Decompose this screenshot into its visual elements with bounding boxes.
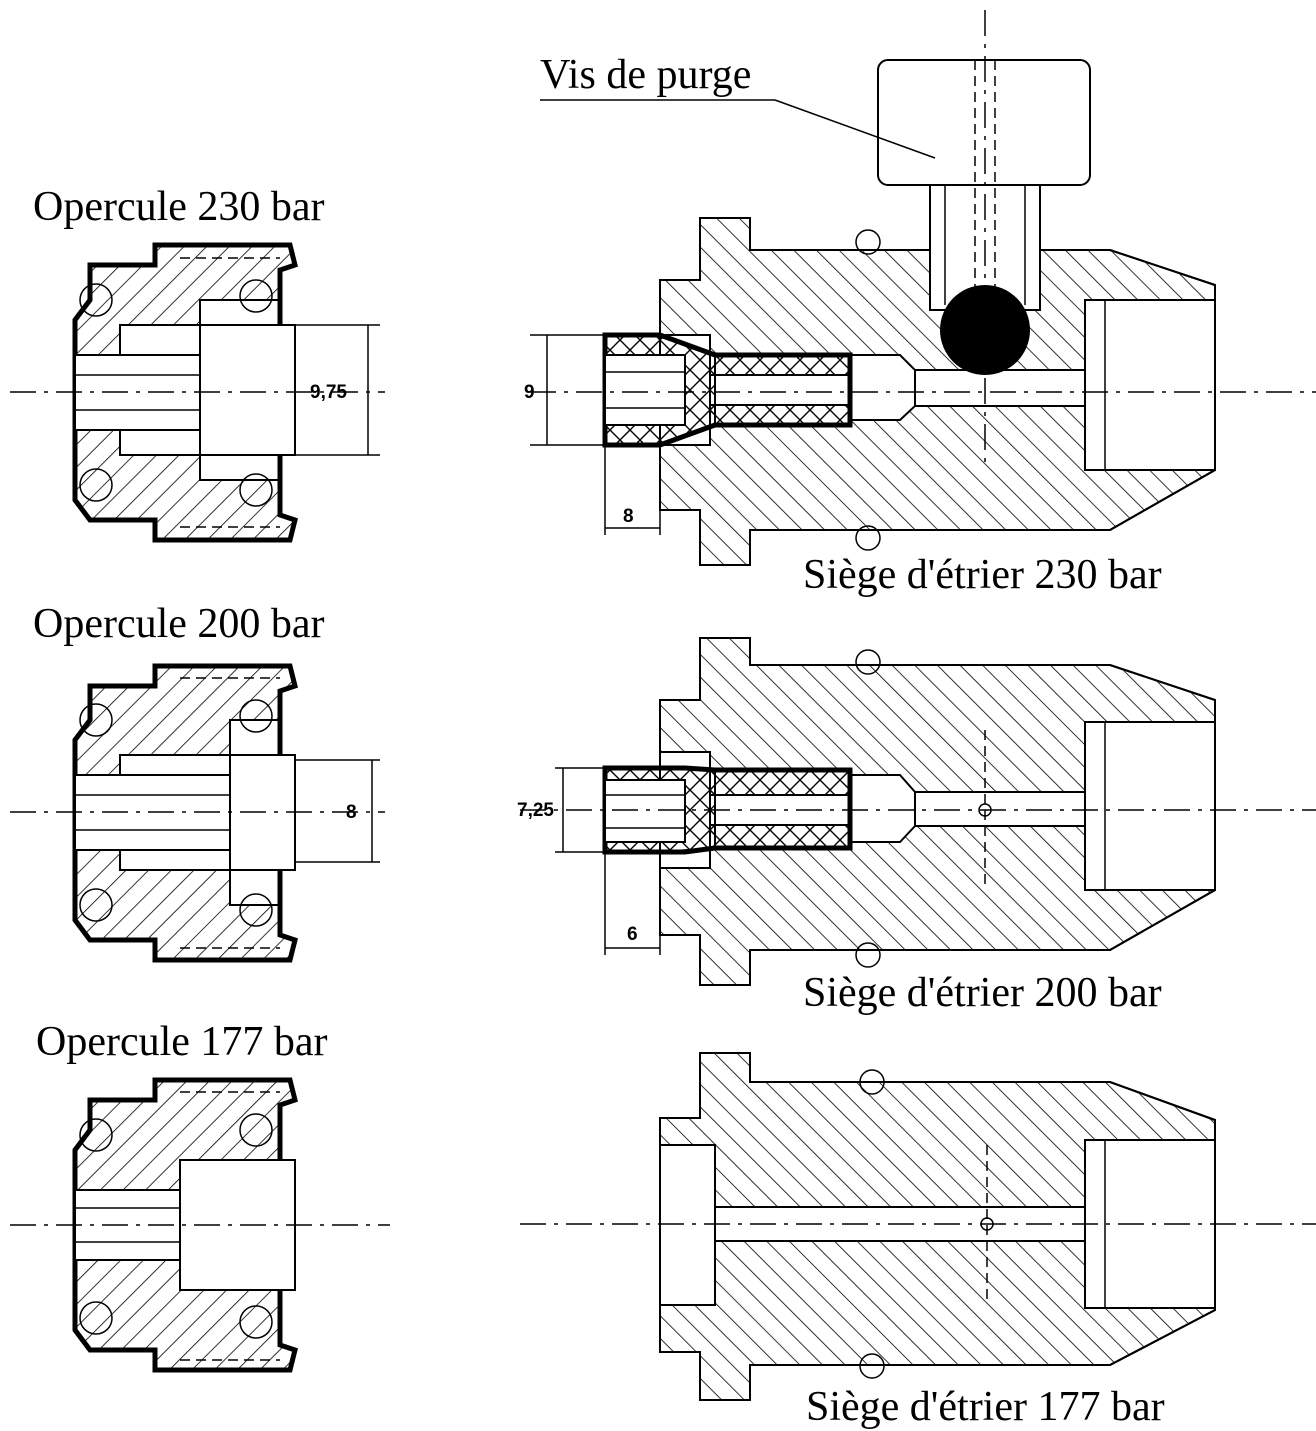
opercule-177-section <box>10 1077 390 1373</box>
siege-200-section <box>520 637 1316 986</box>
check-ball <box>940 285 1030 375</box>
vis-de-purge-leader <box>774 99 936 159</box>
siege-177-section <box>520 1052 1316 1401</box>
opercule-200-section <box>10 663 385 963</box>
opercule-230-title: Opercule 230 bar <box>33 184 325 230</box>
siege-200-depth-dimension: 6 <box>627 924 638 945</box>
opercule-200-bore-dimension: 8 <box>346 802 357 823</box>
siege-177-title: Siège d'étrier 177 bar <box>806 1384 1165 1430</box>
opercule-230-section <box>10 242 385 543</box>
opercule-200-title: Opercule 200 bar <box>33 601 325 647</box>
siege-230-title: Siège d'étrier 230 bar <box>803 552 1162 598</box>
siege-200-diameter-dimension: 7,25 <box>517 800 554 821</box>
siege-230-section <box>530 10 1316 566</box>
siege-200-title: Siège d'étrier 200 bar <box>803 970 1162 1016</box>
opercule-230-bore-dimension: 9,75 <box>310 382 347 403</box>
siege-230-depth-dimension: 8 <box>623 506 634 527</box>
siege-230-diameter-dimension: 9 <box>524 382 535 403</box>
vis-de-purge-label: Vis de purge <box>540 52 751 98</box>
opercule-177-title: Opercule 177 bar <box>36 1019 328 1065</box>
